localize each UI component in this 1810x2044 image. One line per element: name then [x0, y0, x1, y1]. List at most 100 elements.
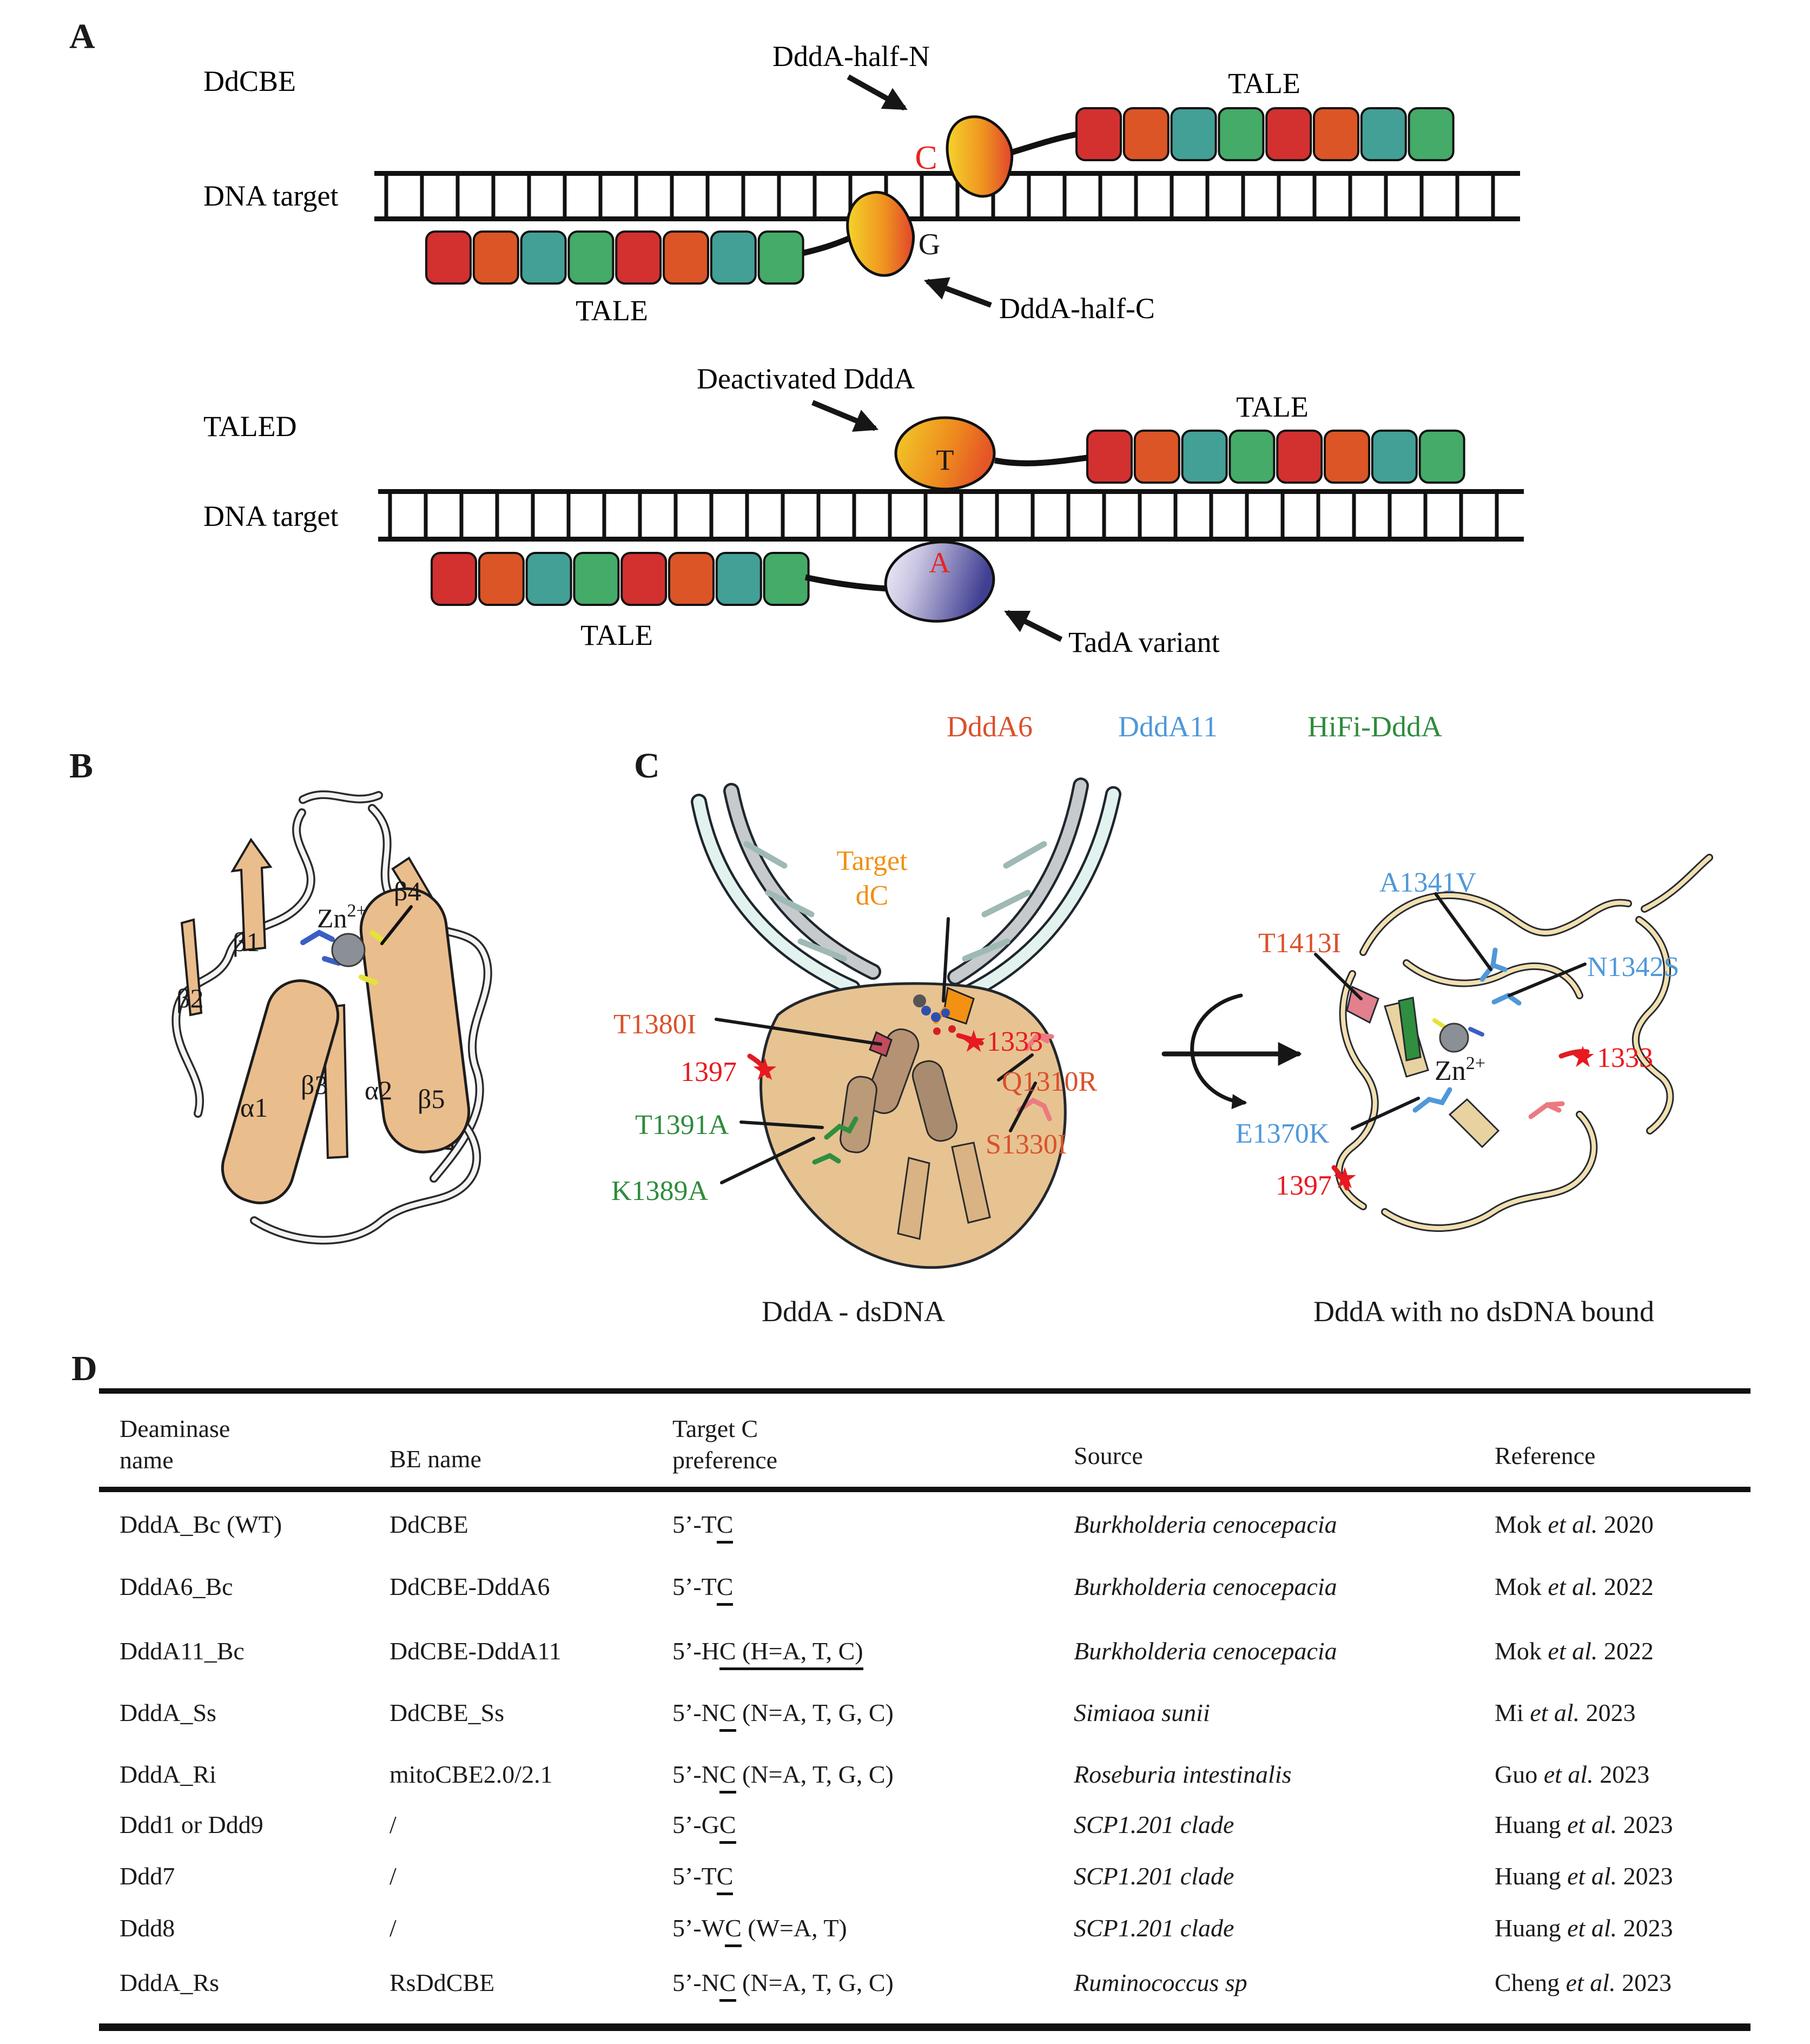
alpha1-label: α1 [240, 1092, 268, 1123]
text-segment: DddA_Rs [120, 1969, 220, 1996]
header-target-c-preference: Target C preference [672, 1415, 778, 1474]
text-segment: DdCBE-DddA6 [389, 1573, 550, 1600]
text-segment: (W=A, T) [741, 1914, 847, 1942]
tale-repeat-block [573, 552, 620, 606]
tale-repeat-block [1418, 430, 1465, 484]
tale-repeat-block [1313, 107, 1359, 161]
cys-stick [359, 974, 378, 985]
res1397-label: 1397 [1276, 1170, 1332, 1201]
t1380i-label: T1380I [613, 1009, 696, 1040]
dna-duplex-2 [378, 489, 1524, 542]
ddda-half-n-arrow [847, 74, 908, 111]
tale-repeat-block [663, 230, 709, 285]
panel-b-structure: β1 β2 β3 β4 β5 α1 α2 Zn2+ [171, 790, 492, 1245]
header-reference: Reference [1495, 1442, 1596, 1469]
base-t: T [936, 444, 954, 476]
apo-strands [1346, 985, 1500, 1149]
text-segment: et al. [1567, 1862, 1617, 1890]
tale-repeat-block [1228, 430, 1276, 484]
tale-repeat-block [1218, 107, 1265, 161]
his-stick [300, 929, 335, 945]
cell-target-c-preference: 5’-TC [672, 1570, 734, 1606]
k1389a-stick [812, 1152, 841, 1165]
base-a: A [929, 546, 950, 579]
text-segment: (N=A, T, G, C) [736, 1699, 894, 1726]
text-segment: Burkholderia cenocepacia [1074, 1573, 1337, 1600]
underlined-target-base: C [716, 1511, 734, 1544]
text-segment: mitoCBE2.0/2.1 [389, 1761, 553, 1788]
text-segment: et al. [1548, 1573, 1598, 1600]
cell-be-name: / [389, 1808, 397, 1842]
cell-be-name: / [389, 1911, 397, 1946]
cell-deaminase-name: DddA_Ri [120, 1757, 216, 1792]
tale-repeat-block [1360, 107, 1407, 161]
text-segment: / [389, 1914, 397, 1942]
text-segment: / [389, 1811, 397, 1838]
cell-deaminase-name: DddA_Bc (WT) [120, 1507, 282, 1542]
cell-reference: Cheng et al. 2023 [1495, 1966, 1672, 2000]
beta5-label: β5 [418, 1084, 445, 1114]
panel-c-right-labels: A1341V T1413I N1342S 1333 E1370K 1397 Zn… [1236, 867, 1679, 1201]
text-segment: et al. [1530, 1699, 1580, 1726]
his-stick [322, 956, 341, 966]
star-1333: ★ [1570, 1041, 1596, 1073]
text-segment: 2023 [1617, 1862, 1673, 1890]
text-segment: Ruminococcus sp [1074, 1969, 1247, 1996]
text-segment: et al. [1567, 1811, 1617, 1838]
text-segment: 5’-G [672, 1811, 719, 1838]
dna-target-label-1: DNA target [203, 180, 338, 212]
cell-target-c-preference: 5’-TC [672, 1507, 734, 1544]
cell-target-c-preference: 5’-HC (H=A, T, C) [672, 1634, 863, 1670]
alpha2-helix [359, 887, 471, 1153]
header-source: Source [1074, 1442, 1143, 1469]
s1330i-label: S1330I [986, 1129, 1067, 1160]
ddda-half-c-arrow [923, 277, 992, 308]
text-segment: et al. [1567, 1914, 1617, 1942]
tale-repeat-block [1181, 430, 1228, 484]
tale-array-top-1 [1075, 107, 1455, 161]
tale-repeat-block [668, 552, 715, 606]
dsdna-fork [691, 777, 1121, 1000]
ddda-half-c-label: DddA-half-C [999, 292, 1155, 325]
cell-reference: Mi et al. 2023 [1495, 1696, 1636, 1730]
panel-d-letter: D [71, 1349, 97, 1388]
text-segment: DdCBE_Ss [389, 1699, 505, 1726]
underlined-target-base: C [719, 1811, 736, 1844]
star-1333: ★ [960, 1025, 987, 1059]
cell-deaminase-name: Ddd8 [120, 1911, 175, 1946]
cell-be-name: DdCBE_Ss [389, 1696, 504, 1730]
cell-source: Burkholderia cenocepacia [1074, 1507, 1337, 1542]
text-segment: DddA_Bc (WT) [120, 1511, 282, 1538]
ddda-protein-body [759, 982, 1067, 1269]
ddcbe-label: DdCBE [203, 65, 296, 97]
tale-repeat-block [1075, 107, 1122, 161]
text-segment: 2020 [1597, 1511, 1654, 1538]
e1370k-stick [1412, 1087, 1452, 1113]
legend-ddda6: DddA6 [947, 710, 1033, 743]
loop-ribbons [171, 790, 492, 1245]
tale-repeat-block [1371, 430, 1418, 484]
text-segment: (N=A, T, G, C) [736, 1761, 894, 1788]
cell-reference: Huang et al. 2023 [1495, 1911, 1673, 1946]
legend-ddda11: DddA11 [1118, 710, 1218, 743]
e1370k-label: E1370K [1236, 1118, 1330, 1149]
panel-b-letter: B [69, 746, 94, 786]
active-site-atoms [913, 994, 956, 1035]
text-segment: Ddd1 or Ddd9 [120, 1811, 263, 1838]
text-segment: 2022 [1597, 1573, 1654, 1600]
cell-source: Burkholderia cenocepacia [1074, 1570, 1337, 1604]
linker-tale-halfc [801, 235, 851, 256]
panel-c-letter: C [634, 746, 660, 786]
text-segment: / [389, 1862, 397, 1890]
rotation-arc-icon [1190, 993, 1247, 1110]
underlined-target-base: C [719, 1761, 736, 1794]
linker-tale-tada [804, 574, 888, 592]
text-segment: 5’-T [672, 1511, 717, 1538]
text-segment: Mi [1495, 1699, 1530, 1726]
text-segment: Burkholderia cenocepacia [1074, 1511, 1337, 1538]
text-segment: 2023 [1580, 1699, 1636, 1726]
tale-array-bottom-2 [431, 552, 810, 606]
tale-array-top-2 [1086, 430, 1465, 484]
text-segment: Huang [1495, 1811, 1568, 1838]
text-segment: SCP1.201 clade [1074, 1862, 1234, 1890]
